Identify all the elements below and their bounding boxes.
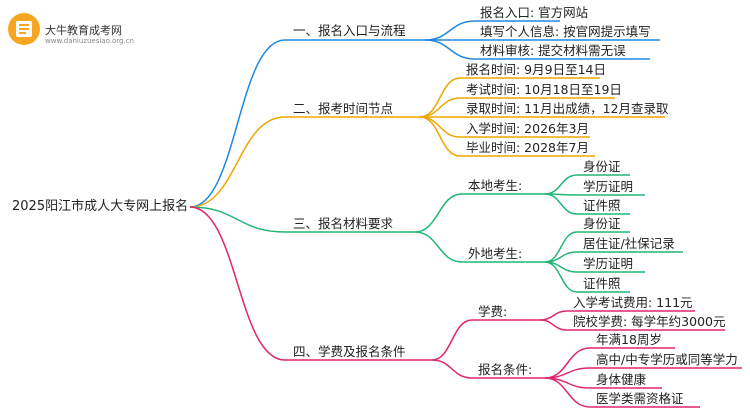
branch-2-label: 二、报考时间节点	[293, 101, 394, 116]
branch-4-condition-item: 身体健康	[596, 372, 647, 387]
branch-4-fee-item: 院校学费: 每学年约3000元	[573, 314, 726, 329]
branch-4-condition-connector	[544, 377, 591, 408]
branch-1-item: 材料审核: 提交材料需无误	[480, 43, 626, 58]
branch-2-item: 报名时间: 9月9日至14日	[466, 62, 606, 77]
branch-3-local-item: 学历证明	[583, 179, 634, 194]
branch-3-local-connector	[544, 174, 578, 195]
branch-3-label: 三、报名材料要求	[293, 216, 394, 231]
branch-1-item-connector	[424, 39, 476, 60]
site-logo: 大牛教育成考网 www.daniuzuesiao.org.cn	[7, 10, 142, 46]
branch-2-item-connector	[419, 97, 461, 118]
branch-3-nonlocal-item: 证件照	[583, 276, 621, 291]
branch-2-item: 考试时间: 10月18日至19日	[466, 82, 622, 97]
branch-4-connector	[189, 206, 286, 361]
branch-1-item: 填写个人信息: 按官网提示填写	[480, 24, 651, 39]
root-node: 2025阳江市成人大专网上报名	[12, 199, 189, 214]
branch-1-label: 一、报名入口与流程	[293, 23, 406, 38]
branch-1-connector	[189, 39, 286, 208]
branch-3-local-item: 身份证	[583, 159, 621, 174]
branch-3-group-local: 本地考生:	[468, 178, 523, 193]
branch-2-item-connector	[419, 77, 461, 118]
branch-4-group-conditions: 报名条件:	[478, 362, 533, 377]
branch-2-item: 毕业时间: 2028年7月	[466, 140, 589, 155]
branch-4-group-fee: 学费:	[478, 304, 508, 319]
branch-3-nonlocal-item: 居住证/社保记录	[583, 236, 675, 251]
branch-1-item: 报名入口: 官方网站	[480, 5, 589, 20]
branch-2-item-connector	[419, 116, 461, 157]
book-icon	[8, 13, 40, 45]
logo-subtitle: www.daniuzuesiao.org.cn	[45, 37, 134, 45]
branch-3-group-connector	[414, 231, 463, 263]
branch-2-item: 录取时间: 11月出成绩，12月查录取	[466, 101, 669, 116]
branch-3-group-connector	[414, 193, 463, 233]
branch-3-nonlocal-item: 身份证	[583, 216, 621, 231]
branch-3-connector	[189, 206, 286, 233]
branch-3-group-nonlocal: 外地考生:	[468, 246, 523, 261]
branch-2-item-connector	[419, 116, 461, 138]
branch-3-local-connector	[544, 193, 578, 215]
branch-2-item: 入学时间: 2026年3月	[466, 121, 589, 136]
branch-4-fee-item: 入学考试费用: 111元	[573, 295, 693, 310]
branch-4-fee-connector	[539, 310, 568, 321]
branch-4-condition-item: 高中/中专学历或同等学力	[596, 352, 738, 367]
branch-4-condition-item: 医学类需资格证	[596, 391, 684, 406]
branch-2-connector	[189, 116, 286, 208]
branch-3-nonlocal-item: 学历证明	[583, 256, 634, 271]
branch-4-group-connector	[431, 359, 473, 379]
branch-3-nonlocal-connector	[544, 261, 578, 293]
branch-3-local-item: 证件照	[583, 198, 621, 213]
branch-4-fee-connector	[539, 319, 568, 331]
branch-4-condition-item: 年满18周岁	[596, 332, 662, 347]
branch-4-label: 四、学费及报名条件	[293, 344, 406, 359]
branch-4-group-connector	[431, 319, 473, 361]
logo-title: 大牛教育成考网	[45, 24, 122, 37]
branch-1-item-connector	[424, 20, 476, 41]
